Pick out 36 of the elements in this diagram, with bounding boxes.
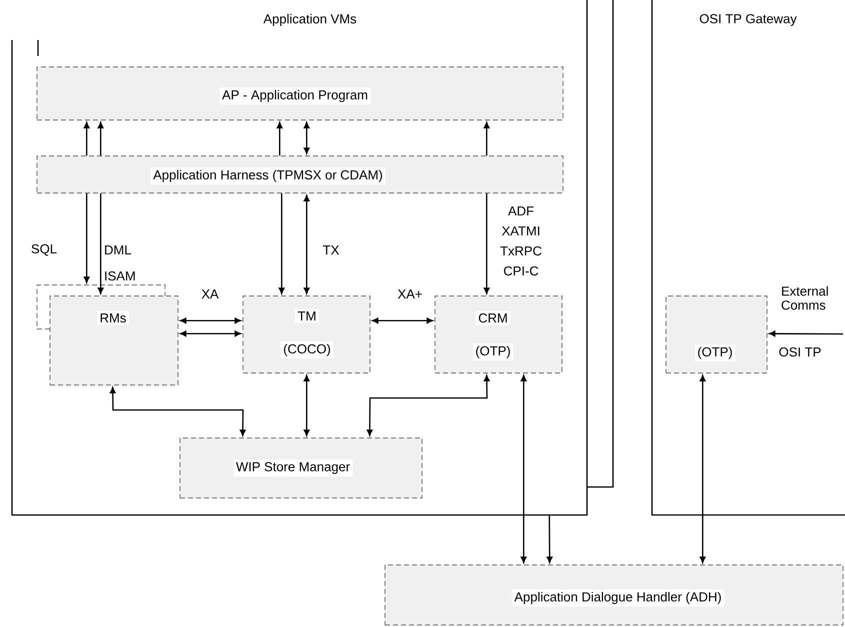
edge-label: ADF XATMI TxRPC CPI-C xyxy=(496,204,546,278)
arrow xyxy=(484,193,490,294)
process-box: WIP Store Manager xyxy=(180,438,422,498)
edge-label: TX xyxy=(321,244,341,256)
arrow xyxy=(276,122,283,156)
process-box: CRM (OTP) xyxy=(434,296,562,374)
arrow xyxy=(98,193,104,294)
process-box: RMs xyxy=(36,284,178,386)
arrow xyxy=(304,375,310,436)
arrow xyxy=(98,122,104,156)
arrow xyxy=(484,122,490,156)
process-box: Application Dialogue Handler (ADH) xyxy=(384,564,844,626)
arrow xyxy=(110,387,246,436)
arrow xyxy=(700,375,706,563)
arrow xyxy=(304,122,310,154)
arrow xyxy=(84,122,90,156)
arrow xyxy=(84,193,90,283)
arrow xyxy=(520,375,527,563)
edge-label: DML ISAM xyxy=(102,244,142,282)
process-box: (OTP) xyxy=(666,296,768,374)
arrow xyxy=(366,375,490,436)
edge-label: External Comms xyxy=(780,284,836,312)
edge-label: SQL xyxy=(30,242,58,258)
edge-label: XA xyxy=(200,288,220,300)
label: OSI TP xyxy=(777,346,823,358)
process-box: AP - Application Program xyxy=(36,66,564,120)
arrow xyxy=(278,193,285,294)
arrow xyxy=(546,516,553,563)
edge-label: XA+ xyxy=(396,288,424,300)
process-box: Application Harness (TPMSX or CDAM) xyxy=(36,156,564,194)
process-box: TM (COCO) xyxy=(242,296,370,374)
arrow xyxy=(769,330,844,337)
arrow xyxy=(304,195,310,294)
arrow xyxy=(372,318,433,324)
arrow xyxy=(180,330,241,337)
arrow xyxy=(180,318,241,324)
